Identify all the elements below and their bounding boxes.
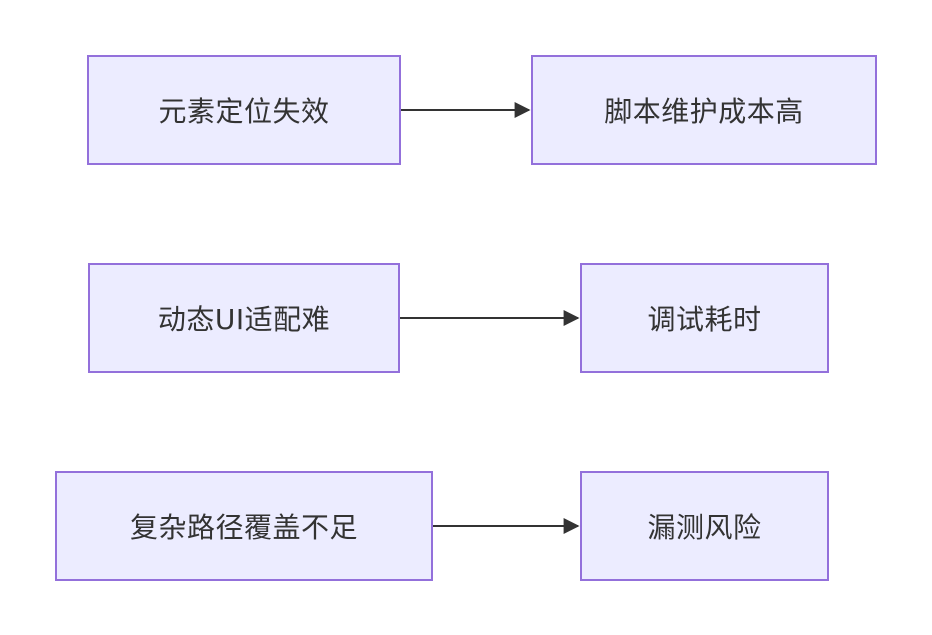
node-debugging-time-consuming: 调试耗时 xyxy=(580,263,829,373)
node-complex-path-coverage-insufficient: 复杂路径覆盖不足 xyxy=(55,471,433,581)
node-label: 调试耗时 xyxy=(647,303,762,336)
node-missed-test-risk: 漏测风险 xyxy=(580,471,829,581)
node-label: 脚本维护成本高 xyxy=(604,95,804,128)
node-element-locator-failure: 元素定位失效 xyxy=(87,55,401,165)
node-label: 复杂路径覆盖不足 xyxy=(129,511,358,544)
node-dynamic-ui-adaptation-hard: 动态UI适配难 xyxy=(88,263,400,373)
node-label: 元素定位失效 xyxy=(158,95,330,128)
node-label: 动态UI适配难 xyxy=(157,303,331,336)
node-label: 漏测风险 xyxy=(647,511,762,544)
node-high-script-maintenance-cost: 脚本维护成本高 xyxy=(531,55,877,165)
